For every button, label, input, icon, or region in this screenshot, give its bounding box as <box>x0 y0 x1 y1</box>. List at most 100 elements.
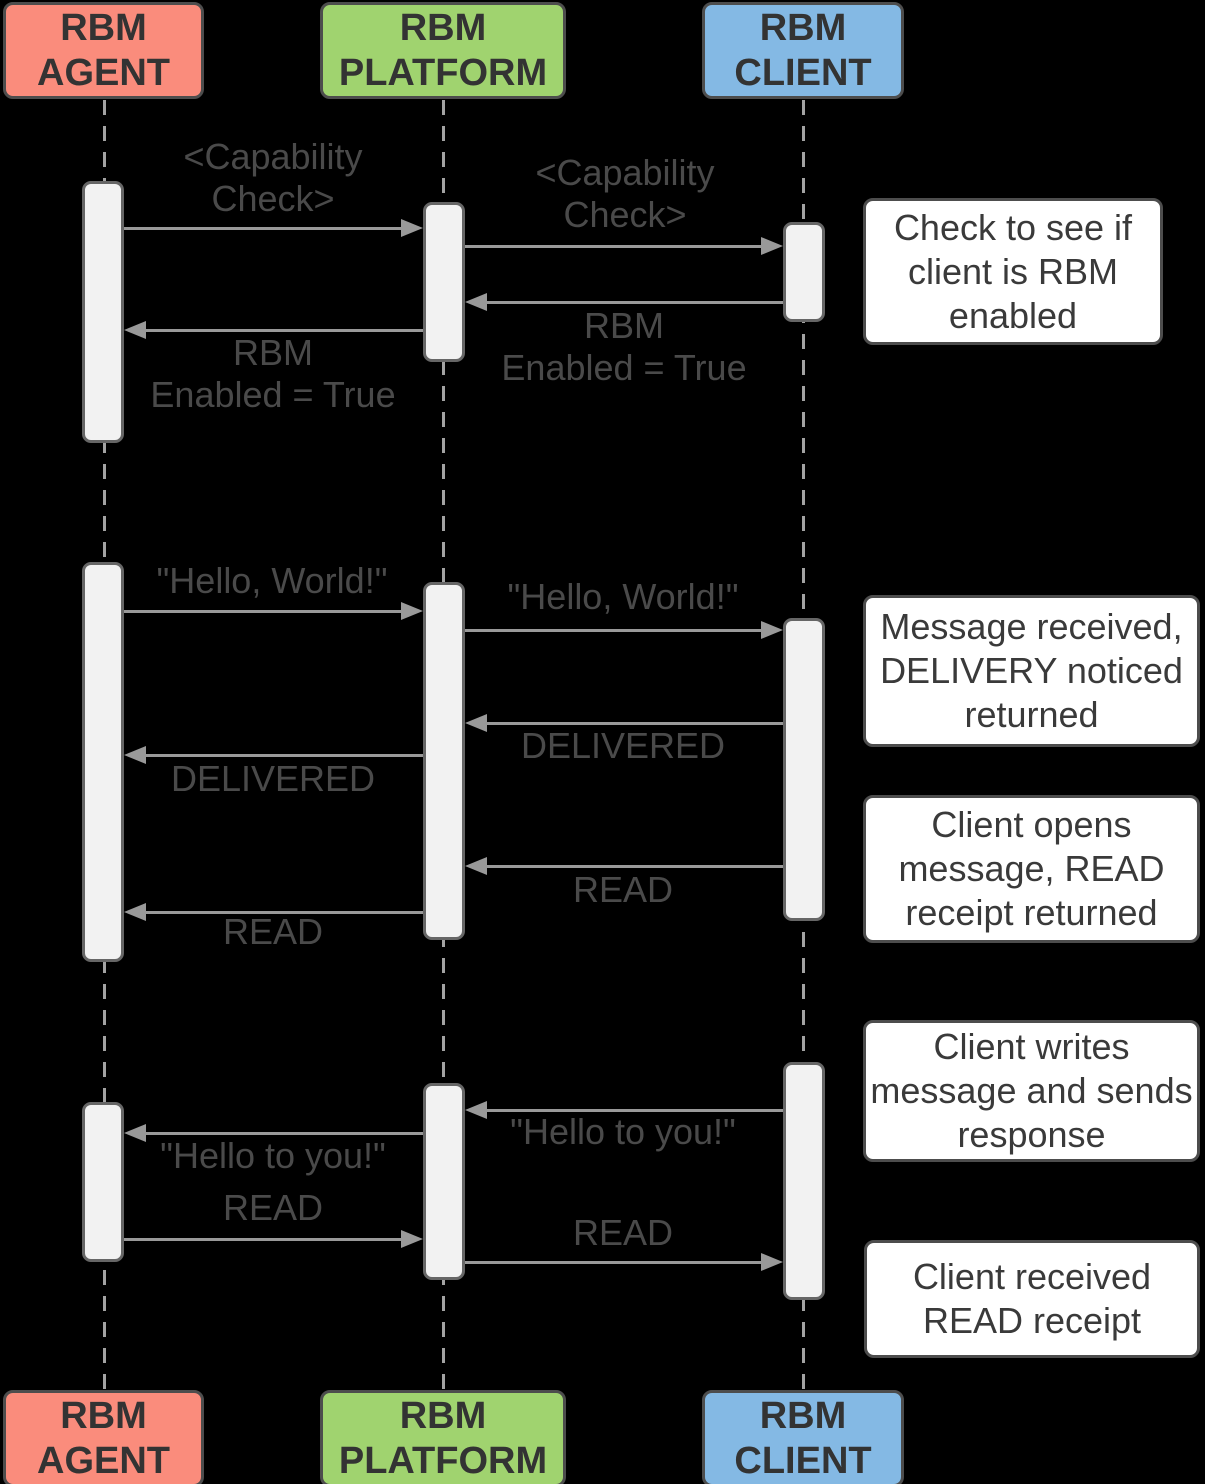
activation-bar-client <box>783 222 825 322</box>
note-line: Client writes <box>933 1026 1130 1067</box>
activation-bar-client <box>783 618 825 921</box>
message-arrow-line <box>481 1109 783 1112</box>
message-arrow-line <box>465 245 767 248</box>
actor-label-line: RBM <box>759 6 847 49</box>
message-label-line: "Hello, World!" <box>156 560 388 601</box>
actor-label-line: AGENT <box>37 51 170 94</box>
message-label: READ <box>223 1187 323 1229</box>
message-arrow-line <box>481 301 783 304</box>
arrowhead-left-icon <box>465 714 487 732</box>
activation-bar-agent <box>82 181 124 443</box>
message-label: "Hello to you!" <box>160 1135 386 1177</box>
note-line: Client received <box>912 1256 1152 1297</box>
message-label: "Hello, World!" <box>157 560 388 602</box>
message-arrow-line <box>124 227 407 230</box>
arrowhead-right-icon <box>761 1253 783 1271</box>
message-label-line: READ <box>572 1212 674 1253</box>
activation-bar-agent <box>82 1102 124 1262</box>
activation-bar-agent <box>82 562 124 962</box>
arrowhead-left-icon <box>124 1124 146 1142</box>
message-label: "Hello, World!" <box>508 576 739 618</box>
message-arrow-line <box>465 1261 767 1264</box>
message-arrow-line <box>140 1132 423 1135</box>
message-label-line: DELIVERED <box>170 758 376 799</box>
arrowhead-right-icon <box>761 237 783 255</box>
actor-label-line: RBM <box>399 6 487 49</box>
note-line: Message received, <box>880 606 1183 647</box>
message-label-line: READ <box>222 1187 324 1228</box>
message-label-line: "Hello to you!" <box>510 1111 736 1152</box>
message-label-line: READ <box>572 869 674 910</box>
message-label-line: Enabled = True <box>150 374 396 415</box>
note-line: returned <box>964 694 1099 735</box>
message-arrow-line <box>465 629 767 632</box>
message-arrow-line <box>140 329 423 332</box>
actor-label-line: RBM <box>759 1394 847 1437</box>
arrowhead-left-icon <box>465 1101 487 1119</box>
activation-bar-platform <box>423 582 465 940</box>
message-label-line: <Capability <box>183 136 363 177</box>
message-label-line: RBM <box>584 305 664 346</box>
note-line: message and sends <box>870 1070 1193 1111</box>
actor-label-line: RBM <box>60 1394 147 1437</box>
note-line: READ receipt <box>922 1300 1142 1341</box>
note-line: DELIVERY noticed <box>880 650 1183 691</box>
message-label: READ <box>573 869 673 911</box>
actor-label-line: CLIENT <box>734 1439 872 1482</box>
activation-bar-platform <box>423 202 465 362</box>
note-line: Check to see if <box>893 206 1133 248</box>
actor-label-line: PLATFORM <box>338 1439 548 1482</box>
message-label: "Hello to you!" <box>510 1111 736 1153</box>
actor-label-line: RBM <box>399 1394 487 1437</box>
arrowhead-left-icon <box>465 293 487 311</box>
message-arrow-line <box>124 610 407 613</box>
note-line: client is RBM <box>907 250 1119 292</box>
note-line: enabled <box>948 294 1078 336</box>
message-label-line: READ <box>222 911 324 952</box>
activation-bar-platform <box>423 1083 465 1280</box>
note-line: message, READ <box>898 848 1165 889</box>
message-arrow-line <box>124 1238 407 1241</box>
arrowhead-left-icon <box>465 857 487 875</box>
actor-label-line: RBM <box>60 6 147 49</box>
note-line: Client opens <box>931 804 1132 845</box>
actor-label-line: PLATFORM <box>338 51 548 94</box>
message-label: READ <box>223 911 323 953</box>
message-arrow-line <box>140 911 423 914</box>
activation-bar-client <box>783 1062 825 1300</box>
arrowhead-left-icon <box>124 903 146 921</box>
arrowhead-right-icon <box>401 219 423 237</box>
message-label-line: Enabled = True <box>501 347 747 388</box>
arrowhead-left-icon <box>124 321 146 339</box>
arrowhead-left-icon <box>124 746 146 764</box>
arrowhead-right-icon <box>761 621 783 639</box>
message-label-line: RBM <box>233 332 313 373</box>
message-label-line: "Hello, World!" <box>507 576 739 617</box>
message-arrow-line <box>481 865 783 868</box>
message-label-line: Check> <box>563 194 687 235</box>
message-label: DELIVERED <box>521 725 725 767</box>
message-label: DELIVERED <box>171 758 375 800</box>
message-label-line: DELIVERED <box>520 725 726 766</box>
message-arrow-line <box>140 754 423 757</box>
note-line: response <box>957 1114 1106 1155</box>
message-label-line: <Capability <box>535 152 715 193</box>
message-label-line: Check> <box>211 178 335 219</box>
actor-label-line: AGENT <box>37 1439 170 1482</box>
arrowhead-right-icon <box>401 602 423 620</box>
actor-label-line: CLIENT <box>734 51 872 94</box>
